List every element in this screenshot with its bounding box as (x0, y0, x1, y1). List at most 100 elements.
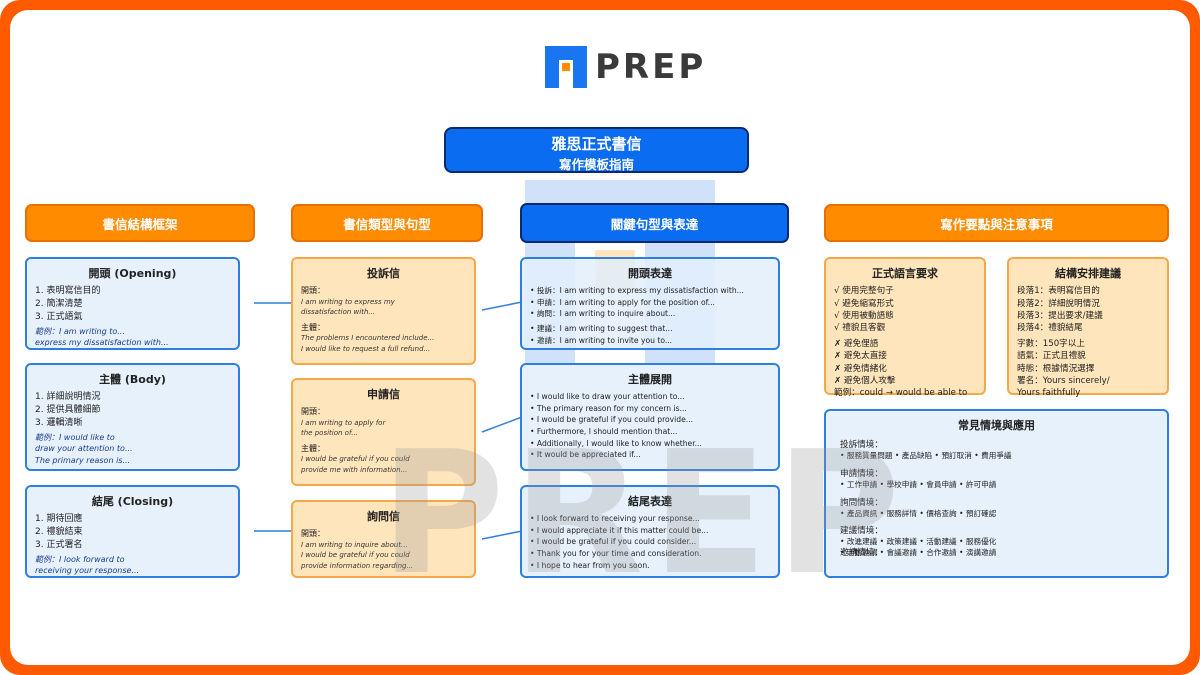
card-title: 開頭 (Opening) (88, 267, 177, 280)
expression-item: • I look forward to receiving your respo… (530, 514, 700, 524)
list-item: 2. 簡潔清楚 (35, 298, 83, 309)
dont-item: ✗ 避免俚語 (834, 339, 879, 350)
open-line: I am writing to apply for (301, 418, 386, 427)
card-title: 正式語言要求 (872, 267, 938, 280)
body-label: 主體： (301, 444, 325, 454)
card-title: 投訴信 (367, 267, 400, 280)
scenario-body: • 服務質量問題 • 產品缺陷 • 預訂取消 • 費用爭議 (840, 451, 1012, 461)
open-label: 開頭： (301, 286, 325, 296)
key-body-card: 主體展開 • I would like to draw your attenti… (520, 363, 780, 471)
expression-item: • Additionally, I would like to know whe… (530, 438, 702, 448)
scenario-body: • 產品資訊 • 服務詳情 • 價格查詢 • 預訂確認 (840, 508, 997, 518)
header-tips: 寫作要點與注意事項 (824, 204, 1169, 242)
card-title: 結尾 (Closing) (91, 495, 174, 508)
dont-item: ✗ 避免情緒化 (834, 363, 887, 374)
card-title: 詢問信 (367, 510, 400, 523)
scenario-heading: 建議情境： (840, 526, 883, 537)
paragraph-item: 段落4：禮貌結尾 (1017, 323, 1083, 333)
list-item: 1. 詳細說明情況 (35, 392, 101, 403)
card-title: 常見情境與應用 (958, 419, 1035, 432)
meta-item: 語氣：正式且禮貌 (1017, 351, 1086, 362)
list-item: 2. 禮貌結束 (35, 526, 83, 537)
structure-body-card: 主體 (Body) 1. 詳細說明情況 2. 提供具體細節 3. 邏輯清晰 範例… (25, 363, 240, 471)
formal-language-card: 正式語言要求 √ 使用完整句子 √ 避免縮寫形式 √ 使用被動語態 √ 禮貌且客… (824, 257, 986, 398)
list-item: 1. 期待回應 (35, 514, 83, 525)
example-line: The primary reason is... (35, 455, 131, 465)
meta-item: 字數：150字以上 (1017, 339, 1085, 350)
scenario-body: • 工作申請 • 學校申請 • 會員申請 • 許可申請 (840, 480, 997, 490)
key-closing-card: 結尾表達 • I look forward to receiving your … (520, 485, 780, 578)
example-line: draw your attention to... (35, 444, 133, 454)
scenario-heading: 投訴情境： (840, 440, 883, 451)
open-line: I am writing to inquire about... (301, 540, 408, 549)
expression-item: • I would like to draw your attention to… (530, 392, 685, 402)
expression-item: • Thank you for your time and considerat… (530, 548, 702, 558)
structure-opening-card: 開頭 (Opening) 1. 表明寫信目的 2. 簡潔清楚 3. 正式語氣 範… (25, 257, 240, 350)
expression-item: • I would be grateful if you could consi… (530, 537, 697, 547)
brand-name: PREP (595, 47, 707, 87)
open-line: dissatisfaction with... (301, 308, 376, 317)
open-line: I am writing to express my (301, 297, 395, 306)
scenarios-card: 常見情境與應用 投訴情境： • 服務質量問題 • 產品缺陷 • 預訂取消 • 費… (824, 409, 1169, 578)
expression-item: • 邀請：I am writing to invite you to... (530, 335, 673, 345)
header-key: 關鍵句型與表達 (520, 203, 789, 243)
paragraph-item: 段落1：表明寫信目的 (1017, 286, 1100, 297)
expression-item: • I hope to hear from you soon. (530, 560, 650, 570)
scenario-heading: 邀請情境： (840, 547, 883, 558)
expression-item: • Furthermore, I should mention that... (530, 426, 678, 436)
body-line: provide me with information... (301, 466, 408, 475)
list-item: 1. 表明寫信目的 (35, 286, 101, 297)
canvas: PREP 雅思正式書信 寫作模板指南 書信結構框架 書信類型與句型 關鍵句型與表… (10, 10, 1190, 665)
open-label: 開頭： (301, 407, 325, 417)
dont-item: ✗ 避免個人攻擊 (834, 375, 896, 386)
meta-item: 時態：根據情況選擇 (1017, 363, 1095, 374)
title-line-2: 寫作模板指南 (558, 157, 634, 172)
title-line-1: 雅思正式書信 (551, 135, 642, 153)
paragraph-item: 段落3：提出要求/建議 (1017, 310, 1103, 321)
example-line: 範例：I am writing to... (35, 327, 125, 337)
dont-item: ✗ 避免太直接 (834, 351, 887, 362)
body-line: I would be grateful if you could (301, 551, 410, 560)
expression-item: • The primary reason for my concern is..… (530, 403, 687, 413)
connector-lines (254, 301, 523, 540)
list-item: 2. 提供具體細節 (35, 404, 101, 415)
example-line: receiving your response... (35, 566, 140, 576)
key-opening-card: 開頭表達 • 投訴：I am writing to express my dis… (520, 257, 780, 350)
type-application-card: 申請信 開頭： I am writing to apply for the po… (291, 378, 476, 486)
open-label: 開頭： (301, 529, 325, 539)
body-line: I would be grateful if you could (301, 455, 410, 464)
example-line: 範例：I would like to (35, 433, 115, 443)
body-line: provide information regarding... (301, 562, 414, 571)
card-title: 開頭表達 (628, 267, 672, 280)
expression-item: • 申請：I am writing to apply for the posit… (530, 297, 715, 307)
card-title: 結構安排建議 (1055, 267, 1121, 280)
example-line: express my dissatisfaction with... (35, 338, 169, 348)
expression-item: • It would be appreciated if... (530, 450, 641, 460)
expression-item: • I would appreciate it if this matter c… (530, 525, 709, 535)
prep-logo-icon (545, 46, 587, 88)
header-types: 書信類型與句型 (291, 204, 483, 242)
header-structure: 書信結構框架 (25, 204, 255, 242)
do-item: √ 禮貌且客觀 (834, 323, 886, 333)
scenario-body: • 改進建議 • 政策建議 • 活動建議 • 服務優化 (840, 537, 997, 547)
type-inquiry-card: 詢問信 開頭： I am writing to inquire about...… (291, 500, 476, 578)
list-item: 3. 正式語氣 (35, 311, 83, 322)
structure-closing-card: 結尾 (Closing) 1. 期待回應 2. 禮貌結束 3. 正式署名 範例：… (25, 485, 240, 578)
expression-item: • 投訴：I am writing to express my dissatis… (530, 286, 744, 296)
scenario-heading: 詢問情境： (840, 497, 883, 508)
expression-item: • 建議：I am writing to suggest that... (530, 323, 673, 333)
card-title: 申請信 (367, 388, 400, 401)
structure-tips-card: 結構安排建議 段落1：表明寫信目的 段落2：詳細說明情況 段落3：提出要求/建議… (1007, 257, 1169, 398)
paragraph-item: 段落2：詳細說明情況 (1017, 298, 1100, 309)
do-item: √ 避免縮寫形式 (834, 298, 894, 309)
body-label: 主體： (301, 323, 325, 333)
body-line: The problems I encountered include... (301, 334, 435, 343)
scenario-body: • 活動邀請 • 會議邀請 • 合作邀請 • 演講邀請 (840, 548, 997, 558)
meta-item: Yours faithfully (1017, 388, 1081, 399)
card-title: 主體 (Body) (99, 373, 166, 386)
meta-item: 署名：Yours sincerely/ (1017, 375, 1110, 386)
list-item: 3. 正式署名 (35, 539, 83, 550)
expression-item: • 詢問：I am writing to inquire about... (530, 309, 676, 319)
type-complaint-card: 投訴信 開頭： I am writing to express my dissa… (291, 257, 476, 365)
list-item: 3. 邏輯清晰 (35, 417, 83, 428)
